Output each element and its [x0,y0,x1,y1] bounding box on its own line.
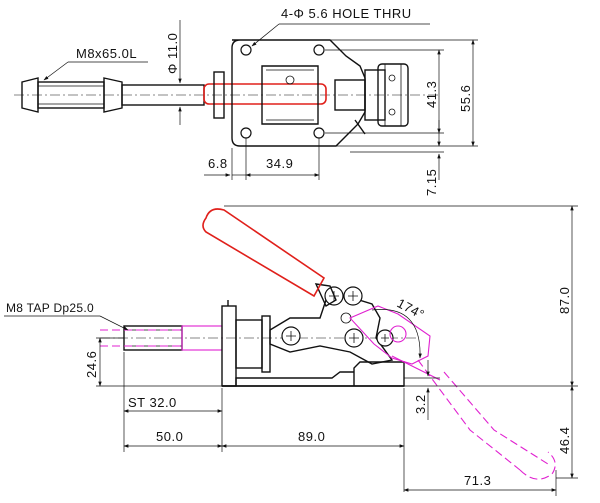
handle-arm [314,283,337,308]
rotation-arc [371,309,422,359]
dim-46-4: 46.4 [557,427,572,454]
dia-label: Φ 11.0 [165,33,180,74]
dim-50-0: 50.0 [156,429,183,444]
alternate-position [349,305,556,480]
link-body [269,295,394,365]
dim-24-6: 24.6 [84,351,99,378]
guide-collar [213,71,225,119]
dim-71-3: 71.3 [464,473,491,488]
dim-34-9: 34.9 [266,156,293,171]
slot [261,65,319,125]
hole-note: 4-Φ 5.6 HOLE THRU [281,6,412,21]
dim-7-15: 7.15 [424,169,439,196]
clevis-top [334,63,409,135]
handle-grip-top [203,83,327,105]
base-plate-top [231,39,366,147]
angle-label: 174° [395,295,428,322]
dim-89-0: 89.0 [298,429,325,444]
side-view: 174° M8 TAP Dp25.0 24.6 ST 32.0 50.0 89.… [4,205,578,496]
pivot-pin-top [285,75,295,85]
slot-detail [266,69,314,121]
dim-3-2: 3.2 [413,394,428,414]
tap-label: M8 TAP Dp25.0 [6,301,94,315]
dim-41-3: 41.3 [424,81,439,108]
st-label: ST 32.0 [128,395,177,410]
handle-grip-side [202,208,326,298]
dim-87-0: 87.0 [557,287,572,314]
rod-label: M8x65.0L [76,46,137,61]
top-view: 4-Φ 5.6 HOLE THRU M8x65.0L Φ 11.0 6.8 34… [14,6,478,196]
dim-6-8: 6.8 [208,156,228,171]
base-side [222,361,405,387]
guide-bushing-side [221,300,271,387]
mounting-holes-top [240,44,325,139]
dim-55-6: 55.6 [458,85,473,112]
